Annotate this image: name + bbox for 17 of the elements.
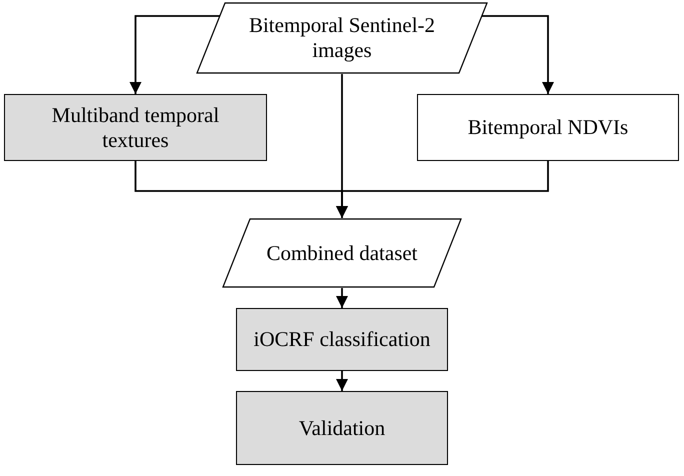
arrow [336, 161, 549, 218]
process-box [236, 308, 448, 371]
node-label: Bitemporal NDVIs [468, 115, 628, 140]
node-label: Validation [298, 416, 386, 440]
data-parallelogram [222, 218, 462, 288]
data-parallelogram [196, 2, 488, 74]
node-label: iOCRF classification [254, 327, 430, 352]
process-box [417, 94, 679, 161]
node-label: Combined dataset [266, 240, 418, 266]
arrow [480, 15, 554, 94]
arrow [130, 15, 222, 94]
arrow [336, 371, 348, 391]
process-box [4, 94, 267, 161]
node-label: Multiband temporal textures [50, 102, 220, 152]
arrow [336, 288, 348, 308]
node-label: Bitemporal Sentinel-2 images [248, 13, 436, 63]
process-box [236, 391, 448, 465]
